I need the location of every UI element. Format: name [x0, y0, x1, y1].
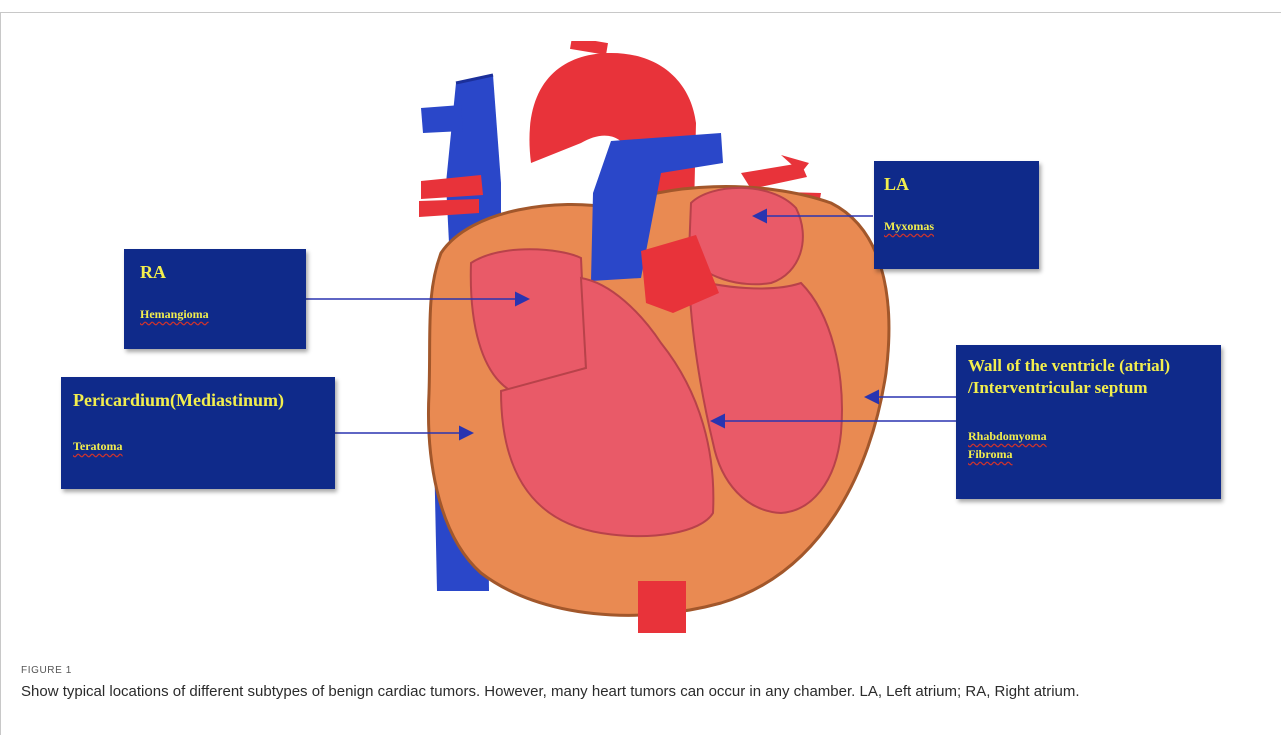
callout-la-item: Myxomas [884, 217, 1029, 235]
callout-pericardium: Pericardium(Mediastinum) Teratoma [61, 377, 335, 489]
svc-branch [421, 105, 463, 133]
callout-wall-item: Fibroma [968, 445, 1209, 463]
callout-wall-heading-line1: Wall of the ventricle (atrial) [968, 355, 1209, 377]
callout-la: LA Myxomas [874, 161, 1039, 269]
figure-label: FIGURE 1 [21, 665, 1251, 676]
figure-caption: Show typical locations of different subt… [21, 682, 1251, 702]
descending-vessel [638, 581, 686, 633]
callout-ra: RA Hemangioma [124, 249, 306, 349]
figure-frame: LA Myxomas RA Hemangioma Pericardium(Med… [0, 12, 1281, 735]
callout-la-heading: LA [884, 173, 1029, 195]
callout-pericardium-heading: Pericardium(Mediastinum) [73, 389, 323, 411]
figure-caption-block: FIGURE 1 Show typical locations of diffe… [21, 665, 1251, 702]
callout-wall-item: Rhabdomyoma [968, 427, 1209, 445]
callout-pericardium-item: Teratoma [73, 437, 323, 455]
callout-ra-item: Hemangioma [140, 305, 290, 323]
callout-wall: Wall of the ventricle (atrial) /Interven… [956, 345, 1221, 499]
callout-wall-heading-line2: /Interventricular septum [968, 377, 1209, 399]
callout-ra-heading: RA [140, 261, 290, 283]
